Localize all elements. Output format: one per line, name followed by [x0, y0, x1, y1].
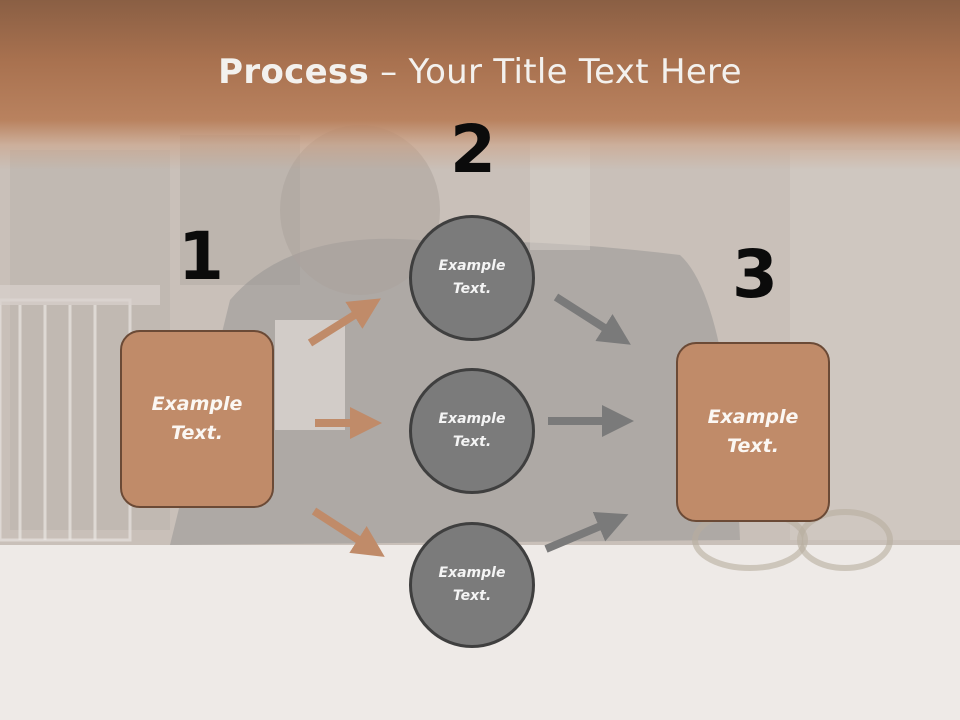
- step-2-circle-b: Example Text.: [409, 368, 535, 494]
- title-bold: Process: [218, 52, 370, 92]
- step-2-circle-c: Example Text.: [409, 522, 535, 648]
- arrow-2c-to-3: [544, 511, 629, 553]
- step-number-2: 2: [450, 111, 496, 188]
- slide-title: Process – Your Title Text Here: [0, 52, 960, 92]
- arrow-2a-to-3: [553, 293, 631, 345]
- step-2-text-b: Example Text.: [438, 411, 506, 450]
- step-2-text-a: Example Text.: [438, 258, 506, 297]
- title-band: [0, 0, 960, 170]
- step-2-text-c: Example Text.: [438, 565, 506, 604]
- title-rest: – Your Title Text Here: [369, 52, 742, 92]
- arrow-1-to-2c: [311, 507, 385, 557]
- step-number-1: 1: [178, 218, 224, 295]
- step-3-box: Example Text.: [676, 342, 830, 522]
- arrow-1-to-2a: [307, 298, 381, 347]
- step-number-3: 3: [732, 236, 778, 313]
- step-1-box: Example Text.: [120, 330, 274, 508]
- step-1-text: Example Text.: [151, 393, 243, 444]
- step-2-circle-a: Example Text.: [409, 215, 535, 341]
- step-3-text: Example Text.: [707, 406, 799, 457]
